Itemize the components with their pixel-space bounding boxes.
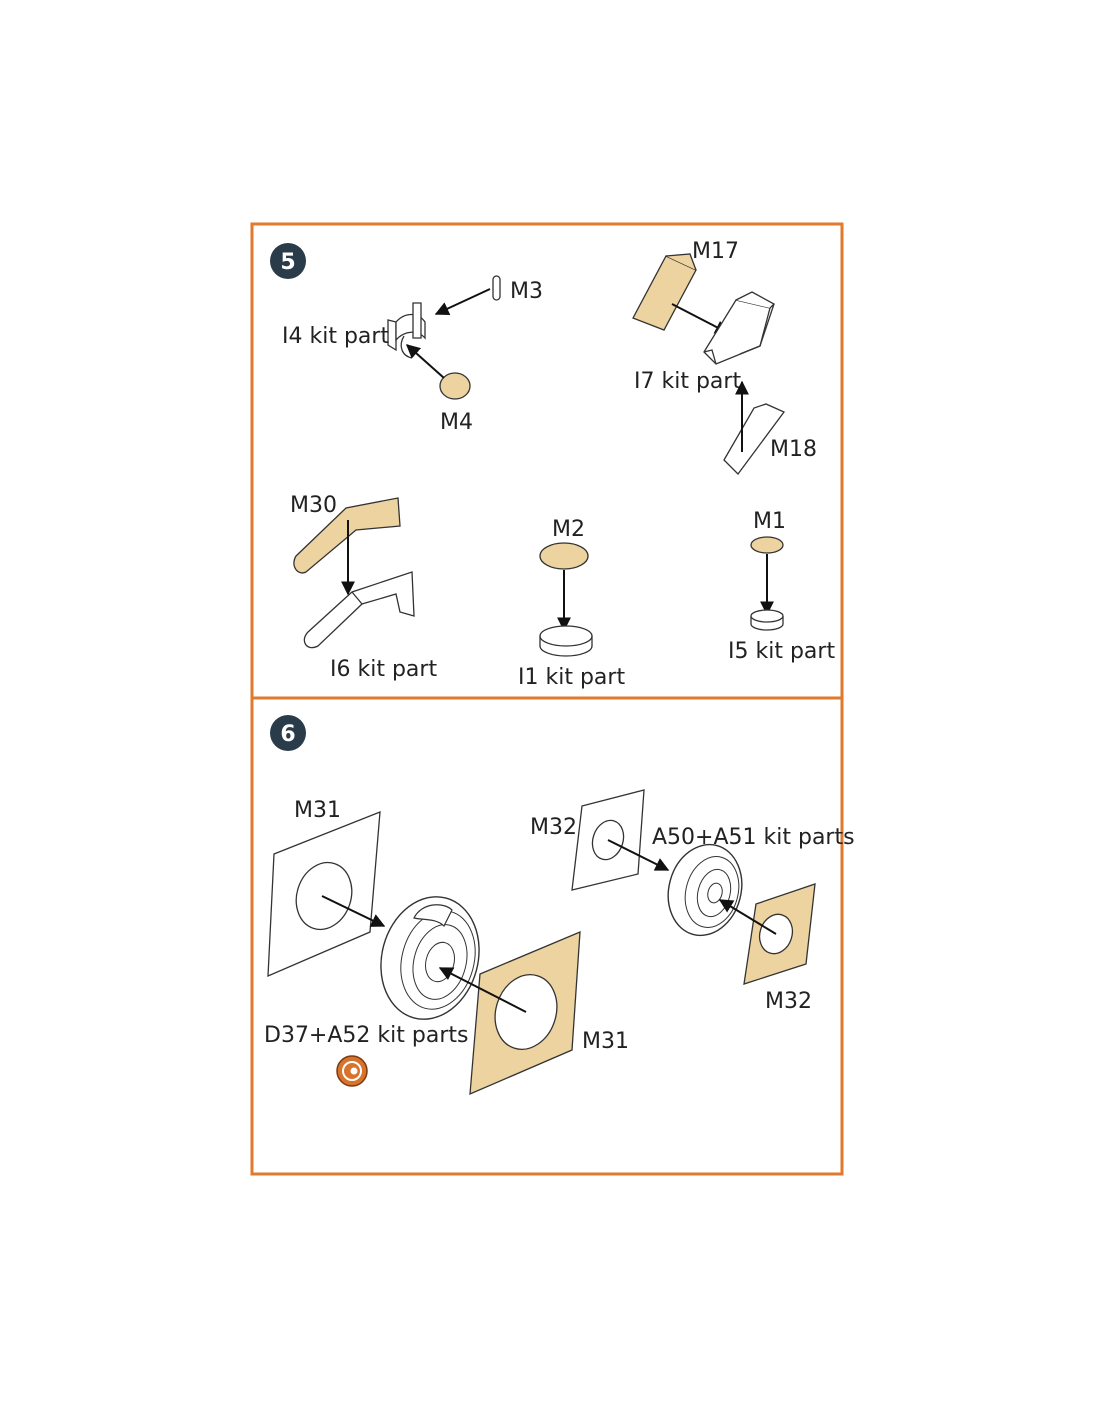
m32-bottom-label: M32 [765, 989, 812, 1014]
m17-label: M17 [692, 239, 739, 264]
d37-label: D37+A52 kit parts [264, 1023, 468, 1048]
m4-label: M4 [440, 410, 473, 435]
m31-bottom-label: M31 [582, 1029, 629, 1054]
m1-part [750, 536, 784, 554]
i6-kit-part-drawing [303, 571, 415, 649]
i6-label: I6 kit part [330, 657, 437, 682]
m2-part [539, 542, 589, 570]
m3-label: M3 [510, 279, 543, 304]
step-6-panel [250, 696, 844, 1176]
i5-label: I5 kit part [728, 639, 835, 664]
m4-arrow [405, 344, 445, 379]
i5-kit-part-drawing [750, 609, 784, 631]
m32-bottom-arrow [718, 899, 777, 935]
m4-part [439, 372, 471, 400]
m30-part [293, 497, 401, 574]
i4-label: I4 kit part [282, 324, 389, 349]
m31-bottom-arrow [438, 967, 527, 1013]
m32-top-arrow [607, 839, 670, 871]
m17-part [632, 253, 697, 331]
step-6-badge: 6 [270, 715, 306, 751]
i1-kit-part-drawing [539, 625, 593, 657]
i4-kit-part-drawing [387, 302, 426, 359]
i7-label: I7 kit part [634, 369, 741, 394]
step-5-badge: 5 [270, 243, 306, 279]
m30-label: M30 [290, 493, 337, 518]
i7-kit-part-drawing [703, 291, 776, 365]
left-wheel-drawing [380, 896, 480, 1020]
glue-symbol-icon [336, 1055, 368, 1087]
m31-top-part [267, 811, 381, 978]
m31-top-arrow [321, 895, 386, 927]
step-6-number: 6 [280, 722, 295, 747]
m2-label: M2 [552, 517, 585, 542]
m3-arrow [434, 288, 491, 316]
step-5-number: 5 [280, 250, 295, 275]
m31-bottom-part [469, 930, 581, 1096]
i1-label: I1 kit part [518, 665, 625, 690]
m31-top-label: M31 [294, 798, 341, 823]
m3-part [492, 275, 501, 301]
m18-part [723, 403, 786, 475]
a50-label: A50+A51 kit parts [652, 825, 855, 850]
m18-label: M18 [770, 437, 817, 462]
m32-bottom-part [743, 883, 816, 985]
right-wheel-drawing [667, 843, 743, 937]
m32-top-label: M32 [530, 815, 577, 840]
m1-label: M1 [753, 509, 786, 534]
